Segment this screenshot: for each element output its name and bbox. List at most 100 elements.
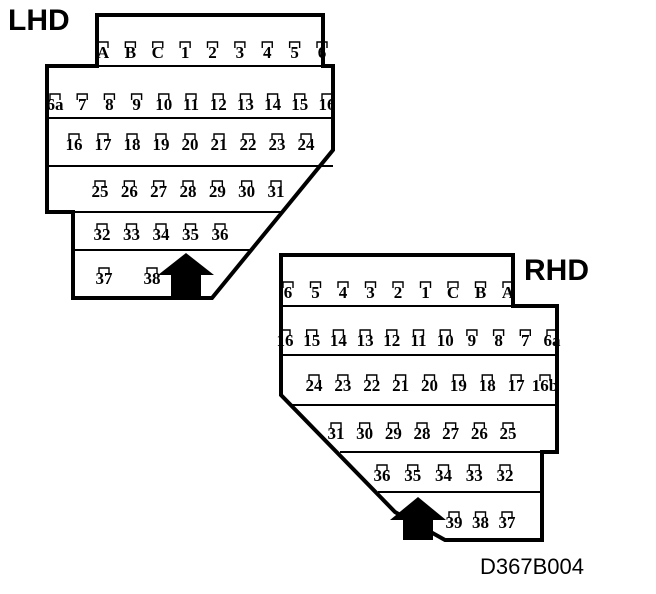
fuse-slot-icon bbox=[416, 422, 428, 429]
fuse-slot-icon bbox=[158, 93, 170, 100]
fuse-number: 35 bbox=[182, 225, 199, 244]
fuse-slot-icon bbox=[444, 422, 457, 429]
fuse-slot-icon bbox=[474, 281, 487, 288]
fuse-slot-icon bbox=[49, 93, 61, 100]
fuse-number: 12 bbox=[210, 95, 227, 114]
fuse-slot-icon bbox=[152, 180, 165, 187]
fuse-number: 6 bbox=[284, 283, 293, 302]
fuse-slot-icon bbox=[448, 511, 460, 518]
fuse-slot-icon bbox=[123, 180, 136, 187]
fuse-number: 30 bbox=[238, 182, 255, 201]
fuse-number: 17 bbox=[95, 135, 113, 154]
fuse-number: 18 bbox=[124, 135, 141, 154]
fuse-number: 14 bbox=[330, 331, 348, 350]
fuse-number: A bbox=[502, 283, 515, 302]
fuse-slot-icon bbox=[155, 133, 167, 140]
fuse-number: 15 bbox=[291, 95, 308, 114]
fuse-slot-icon bbox=[481, 374, 493, 381]
fuse-slot-icon bbox=[271, 133, 283, 140]
fuse-number: 1 bbox=[421, 283, 430, 302]
fuse-slot-icon bbox=[97, 41, 109, 48]
fuse-number: 24 bbox=[298, 135, 316, 154]
fuse-number: 4 bbox=[263, 43, 272, 62]
fuse-slot-icon bbox=[261, 41, 273, 48]
fuse-slot-icon bbox=[182, 180, 194, 187]
fuse-slot-icon bbox=[212, 93, 224, 100]
fuse-number: 20 bbox=[182, 135, 199, 154]
fuse-number: 20 bbox=[421, 376, 438, 395]
fuse-number: 3 bbox=[236, 43, 245, 62]
fuse-slot-icon bbox=[412, 329, 425, 336]
fuse-slot-icon bbox=[214, 223, 226, 230]
fuse-number: 8 bbox=[494, 331, 503, 350]
lhd-label: LHD bbox=[8, 4, 70, 37]
fuse-slot-icon bbox=[539, 374, 551, 381]
fuse-number: 35 bbox=[404, 466, 421, 485]
fuse-slot-icon bbox=[155, 223, 167, 230]
fuse-number: 16 bbox=[277, 331, 294, 350]
fuse-slot-icon bbox=[358, 422, 371, 429]
fuse-slot-icon bbox=[386, 329, 398, 336]
fuse-slot-icon bbox=[206, 41, 219, 48]
fuse-slot-icon bbox=[179, 41, 191, 48]
fuse-slot-icon bbox=[96, 223, 108, 230]
fuse-number: 6 bbox=[318, 43, 327, 62]
fuse-number: 31 bbox=[328, 424, 345, 443]
fuse-number: 6a bbox=[47, 95, 65, 114]
fuse-slot-icon bbox=[501, 511, 513, 518]
fuse-slot-icon bbox=[387, 422, 400, 429]
fuse-number: 25 bbox=[92, 182, 109, 201]
fuse-number: 22 bbox=[240, 135, 257, 154]
fuse-number: 4 bbox=[339, 283, 348, 302]
fuse-slot-icon bbox=[474, 511, 487, 518]
fuse-slot-icon bbox=[68, 133, 80, 140]
fuse-slot-icon bbox=[152, 41, 164, 48]
fuse-number: 23 bbox=[269, 135, 286, 154]
fuse-slot-icon bbox=[98, 267, 110, 274]
fuse-number: 9 bbox=[132, 95, 141, 114]
fuse-number: 5 bbox=[290, 43, 299, 62]
fuse-number: 3 bbox=[366, 283, 375, 302]
fuse-slot-icon bbox=[270, 180, 282, 187]
fuse-slot-icon bbox=[392, 281, 404, 288]
fuse-number: 24 bbox=[306, 376, 324, 395]
fuse-slot-icon bbox=[146, 267, 158, 274]
fuse-number: 31 bbox=[268, 182, 285, 201]
fuse-number: 26 bbox=[121, 182, 138, 201]
fuse-number: 32 bbox=[94, 225, 111, 244]
fuse-number: B bbox=[475, 283, 486, 302]
fuse-number: 16 bbox=[66, 135, 83, 154]
fuse-number: 16b bbox=[532, 376, 558, 395]
fuse-number: 29 bbox=[385, 424, 402, 443]
fuse-slot-icon bbox=[103, 93, 116, 100]
fuse-slot-icon bbox=[337, 374, 349, 381]
fuse-number: 14 bbox=[264, 95, 282, 114]
fuse-slot-icon bbox=[502, 281, 514, 288]
fuse-slot-icon bbox=[439, 329, 451, 336]
fuse-number: 22 bbox=[363, 376, 380, 395]
fuse-slot-icon bbox=[184, 133, 196, 140]
fuse-slot-icon bbox=[510, 374, 522, 381]
fuse-slot-icon bbox=[213, 133, 225, 140]
fuse-number: 8 bbox=[105, 95, 114, 114]
fuse-slot-icon bbox=[321, 93, 333, 100]
fuse-number: 1 bbox=[181, 43, 190, 62]
fuse-number: 28 bbox=[414, 424, 431, 443]
fuse-number: 29 bbox=[209, 182, 226, 201]
fuse-slot-icon bbox=[211, 180, 224, 187]
fuse-slot-icon bbox=[394, 374, 407, 381]
fuse-slot-icon bbox=[423, 374, 436, 381]
fuse-number: 13 bbox=[237, 95, 254, 114]
fuse-slot-icon bbox=[239, 93, 252, 100]
fuse-slot-icon bbox=[502, 422, 514, 429]
fuse-slot-icon bbox=[468, 464, 480, 471]
fuse-slot-icon bbox=[407, 464, 419, 471]
